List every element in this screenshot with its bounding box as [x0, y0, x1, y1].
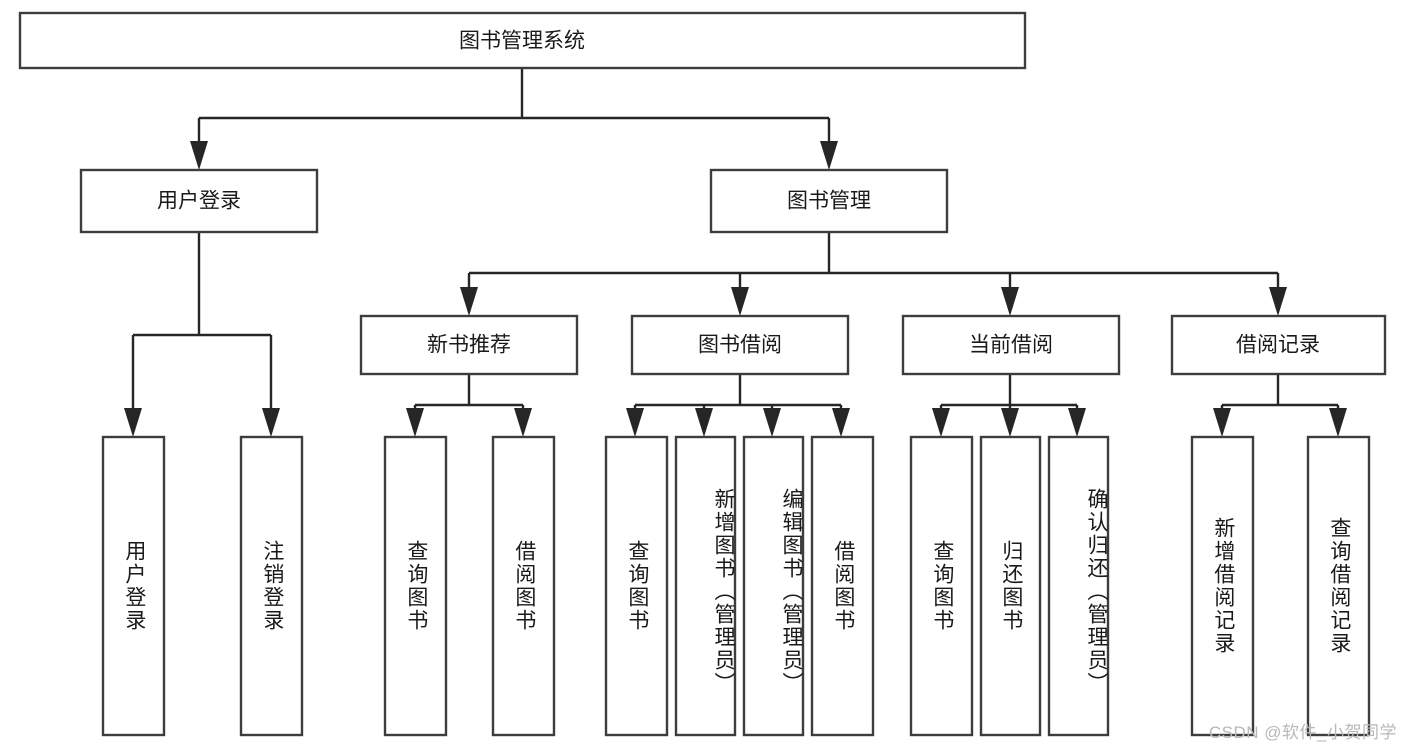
- node-leaf-book-borrow-2-box[interactable]: [674, 435, 737, 737]
- connector-group-book-borrow: [626, 374, 850, 437]
- node-leaf-user-login-2-label: 注销登录: [260, 540, 284, 632]
- arrow-book-mgmt-c2: [731, 287, 749, 316]
- node-leaf-new-book-2-box[interactable]: [491, 435, 556, 737]
- node-leaf-borrow-record-1-box[interactable]: [1190, 435, 1255, 737]
- node-leaf-current-borrow-3-box[interactable]: [1047, 435, 1110, 737]
- node-leaf-borrow-record-2-box[interactable]: [1306, 435, 1371, 737]
- node-leaf-book-borrow-3-label: 编辑图书（管理员）: [780, 487, 803, 695]
- node-borrow-record-label: 借阅记录: [1236, 334, 1320, 357]
- node-user-login-label: 用户登录: [157, 190, 241, 213]
- node-new-book-box[interactable]: [359, 314, 579, 376]
- node-book-mgmt-box[interactable]: [709, 168, 949, 234]
- connector-group-book-mgmt: [460, 232, 1287, 316]
- arrow-book-borrow-leaf3: [763, 408, 781, 437]
- arrow-borrow-record-leaf2: [1329, 408, 1347, 437]
- node-leaf-book-borrow-1-label: 查询图书: [625, 540, 649, 632]
- arrow-root-to-user-login: [190, 141, 208, 170]
- node-book-mgmt-label: 图书管理: [787, 190, 871, 213]
- arrow-current-borrow-leaf1: [932, 408, 950, 437]
- arrow-user-login-leaf2: [262, 408, 280, 437]
- node-current-borrow-label: 当前借阅: [969, 334, 1053, 357]
- arrow-current-borrow-leaf2: [1001, 408, 1019, 437]
- node-leaf-book-borrow-4-label: 借阅图书: [831, 540, 855, 632]
- arrow-user-login-leaf1: [124, 408, 142, 437]
- node-leaf-current-borrow-1-box[interactable]: [909, 435, 974, 737]
- node-leaf-user-login-2-box[interactable]: [239, 435, 304, 737]
- node-current-borrow-box[interactable]: [901, 314, 1121, 376]
- node-leaf-current-borrow-3-label: 确认归还（管理员）: [1085, 487, 1108, 695]
- arrow-root-to-book-mgmt: [820, 141, 838, 170]
- connector-group-current-borrow: [932, 374, 1086, 437]
- arrow-book-mgmt-c1: [460, 287, 478, 316]
- arrow-book-mgmt-c3: [1001, 287, 1019, 316]
- connector-group-borrow-record: [1213, 374, 1347, 437]
- node-leaf-current-borrow-2-box[interactable]: [979, 435, 1042, 737]
- connector-group-new-book: [406, 374, 532, 437]
- node-book-borrow-box[interactable]: [630, 314, 850, 376]
- node-user-login-box[interactable]: [79, 168, 319, 234]
- arrow-book-borrow-leaf4: [832, 408, 850, 437]
- arrow-current-borrow-leaf3: [1068, 408, 1086, 437]
- node-root-label: 图书管理系统: [459, 30, 585, 53]
- node-leaf-user-login-1-label: 用户登录: [122, 540, 146, 632]
- arrow-new-book-leaf1: [406, 408, 424, 437]
- node-leaf-current-borrow-1-label: 查询图书: [930, 540, 954, 632]
- node-leaf-new-book-2-label: 借阅图书: [512, 540, 536, 632]
- arrow-book-mgmt-c4: [1269, 287, 1287, 316]
- arrow-book-borrow-leaf2: [695, 408, 713, 437]
- arrow-new-book-leaf2: [514, 408, 532, 437]
- watermark-text: CSDN @软件_小贺同学: [1208, 723, 1397, 742]
- node-leaf-borrow-record-1-label: 新增借阅记录: [1211, 517, 1235, 655]
- node-leaf-book-borrow-1-box[interactable]: [604, 435, 669, 737]
- node-leaf-user-login-1-box[interactable]: [101, 435, 166, 737]
- node-leaf-new-book-1-label: 查询图书: [404, 540, 428, 632]
- node-root-box[interactable]: [18, 11, 1027, 70]
- arrow-borrow-record-leaf1: [1213, 408, 1231, 437]
- node-leaf-book-borrow-4-box[interactable]: [810, 435, 875, 737]
- node-leaf-book-borrow-3-box[interactable]: [742, 435, 805, 737]
- arrow-book-borrow-leaf1: [626, 408, 644, 437]
- node-leaf-book-borrow-2-label: 新增图书（管理员）: [712, 487, 735, 695]
- node-leaf-new-book-1-box[interactable]: [383, 435, 448, 737]
- node-borrow-record-box[interactable]: [1170, 314, 1387, 376]
- node-new-book-label: 新书推荐: [427, 334, 511, 357]
- connector-group-root: [190, 68, 838, 170]
- node-leaf-current-borrow-2-label: 归还图书: [999, 540, 1023, 632]
- connector-group-user-login: [124, 232, 280, 437]
- node-book-borrow-label: 图书借阅: [698, 334, 782, 357]
- node-leaf-borrow-record-2-label: 查询借阅记录: [1327, 517, 1351, 655]
